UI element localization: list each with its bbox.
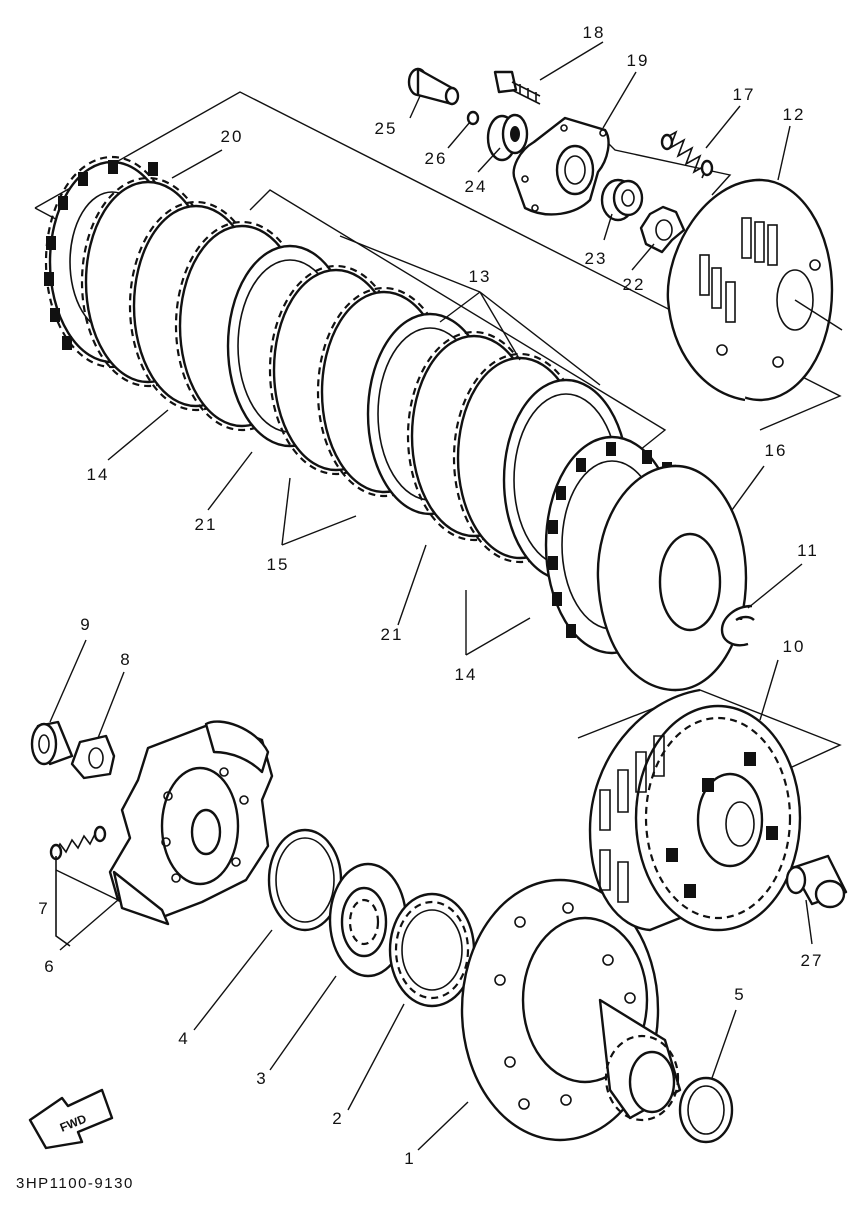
callout-4: 4 xyxy=(178,1029,189,1048)
upper-plate-stack xyxy=(80,176,630,582)
callout-17: 17 xyxy=(733,85,756,104)
o-ring-part-4 xyxy=(267,828,343,932)
callout-22: 22 xyxy=(623,275,646,294)
clutch-plate-part-16 xyxy=(596,464,748,692)
pin-part-26 xyxy=(466,110,480,126)
bracket-part-6-7 xyxy=(55,856,119,947)
washer-part-5 xyxy=(678,1076,734,1144)
callout-11: 11 xyxy=(797,541,819,560)
forward-direction-badge: FWD xyxy=(28,1088,114,1150)
callout-26: 26 xyxy=(425,149,448,168)
clutch-housing-part-10 xyxy=(577,688,842,932)
spring-part-17 xyxy=(660,130,714,179)
callout-3: 3 xyxy=(256,1069,267,1088)
callout-24: 24 xyxy=(465,177,488,196)
callout-15: 15 xyxy=(267,555,290,574)
callout-18: 18 xyxy=(583,23,606,42)
bolt-part-25 xyxy=(407,67,460,106)
lock-washer-part-22 xyxy=(639,205,686,254)
spring-part-7 xyxy=(49,825,107,861)
callout-27: 27 xyxy=(801,951,824,970)
callout-25: 25 xyxy=(375,119,398,138)
leader-lines xyxy=(49,41,813,1151)
callout-12: 12 xyxy=(783,105,806,124)
callout-20: 20 xyxy=(221,127,244,146)
bearing-part-24 xyxy=(486,113,529,162)
drawing-code: 3HP1100-9130 xyxy=(16,1175,134,1192)
retainer-part-8 xyxy=(70,734,116,780)
clutch-carrier-part-6 xyxy=(108,720,274,926)
screw-part-18 xyxy=(493,70,541,105)
callout-23: 23 xyxy=(585,249,608,268)
callout-19: 19 xyxy=(627,51,650,70)
callout-2: 2 xyxy=(332,1109,343,1128)
nut-part-23 xyxy=(600,178,644,222)
callout-10: 10 xyxy=(783,637,806,656)
callout-labels: 1 2 3 4 5 6 7 8 9 10 11 12 13 14 14 15 1… xyxy=(38,23,824,1168)
collar-part-9 xyxy=(30,720,74,766)
callout-7: 7 xyxy=(38,899,49,918)
primary-gear-part-1 xyxy=(460,878,682,1142)
callout-14a: 14 xyxy=(87,465,110,484)
callout-13: 13 xyxy=(469,267,492,286)
callout-21b: 21 xyxy=(381,625,404,644)
callout-16: 16 xyxy=(765,441,788,460)
circlip-part-11 xyxy=(720,604,755,647)
callout-21a: 21 xyxy=(195,515,218,534)
callout-5: 5 xyxy=(734,985,745,1004)
one-way-clutch-part-2 xyxy=(388,892,476,1008)
callout-14b: 14 xyxy=(455,665,478,684)
push-plate-part-19 xyxy=(512,116,610,216)
callout-8: 8 xyxy=(120,650,131,669)
callout-6: 6 xyxy=(44,957,55,976)
clutch-boss-part-12 xyxy=(666,178,843,402)
callout-1: 1 xyxy=(404,1149,415,1168)
callout-9: 9 xyxy=(80,615,91,634)
sleeve-part-27 xyxy=(785,854,848,909)
